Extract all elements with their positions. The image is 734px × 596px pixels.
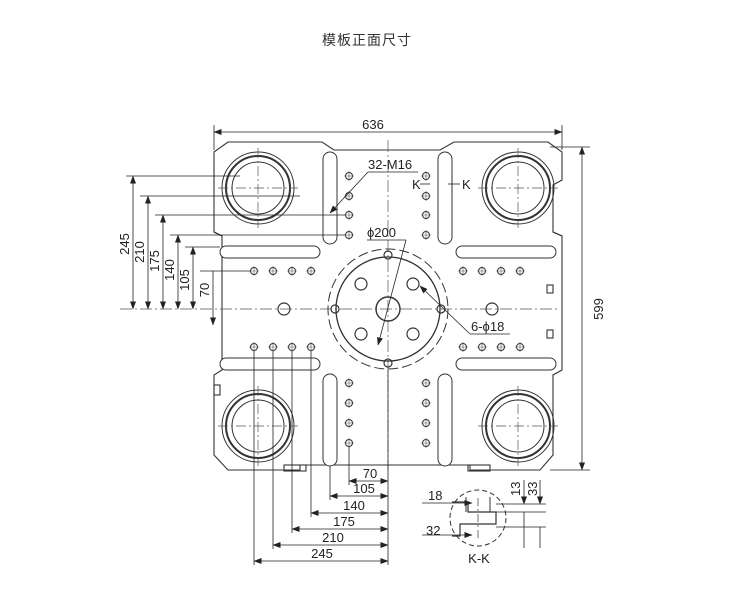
dim-text-h105: 105 <box>353 481 375 496</box>
section-kk-dims <box>422 480 546 548</box>
dim-text-v70: 70 <box>197 283 212 297</box>
leaders <box>329 171 510 346</box>
label-k-left: K <box>412 177 421 192</box>
dim-text-v245: 245 <box>117 233 132 255</box>
dim-text-33: 33 <box>525 482 540 496</box>
dim-text-h70: 70 <box>363 466 377 481</box>
dim-text-v140: 140 <box>162 259 177 281</box>
dim-left-ladder <box>126 175 345 326</box>
label-32-m16: 32-M16 <box>368 157 412 172</box>
center-ring <box>327 248 449 370</box>
dim-bottom-ladder <box>253 351 389 565</box>
dim-text-h245: 245 <box>311 546 333 561</box>
dim-text-h175: 175 <box>333 514 355 529</box>
label-phi200: ϕ200 <box>367 225 396 240</box>
t-slots <box>219 151 557 467</box>
dim-text-13: 13 <box>508 482 523 496</box>
main-centerlines <box>120 140 560 470</box>
dim-overall-height <box>550 146 590 471</box>
dim-text-32: 32 <box>426 523 440 538</box>
label-6-phi18: 6-ϕ18 <box>471 319 504 334</box>
dim-text-v105: 105 <box>177 269 192 291</box>
dim-text-h210: 210 <box>322 530 344 545</box>
label-k-right: K <box>462 177 471 192</box>
dim-text-v210: 210 <box>132 241 147 263</box>
platen-outline <box>213 141 563 472</box>
tie-bar-centerlines <box>218 148 558 466</box>
dim-text-18: 18 <box>428 488 442 503</box>
dim-text-636: 636 <box>362 117 384 132</box>
section-kk <box>449 489 507 547</box>
dim-text-v175: 175 <box>147 250 162 272</box>
page-title: 模板正面尺寸 <box>322 33 412 49</box>
bolt-holes <box>277 250 499 368</box>
m16-holes <box>250 172 524 447</box>
m16-hole-marks <box>249 171 525 448</box>
dim-overall-width <box>213 125 563 150</box>
dim-text-599: 599 <box>591 298 606 320</box>
dim-text-h140: 140 <box>343 498 365 513</box>
label-kk: K-K <box>468 551 490 566</box>
